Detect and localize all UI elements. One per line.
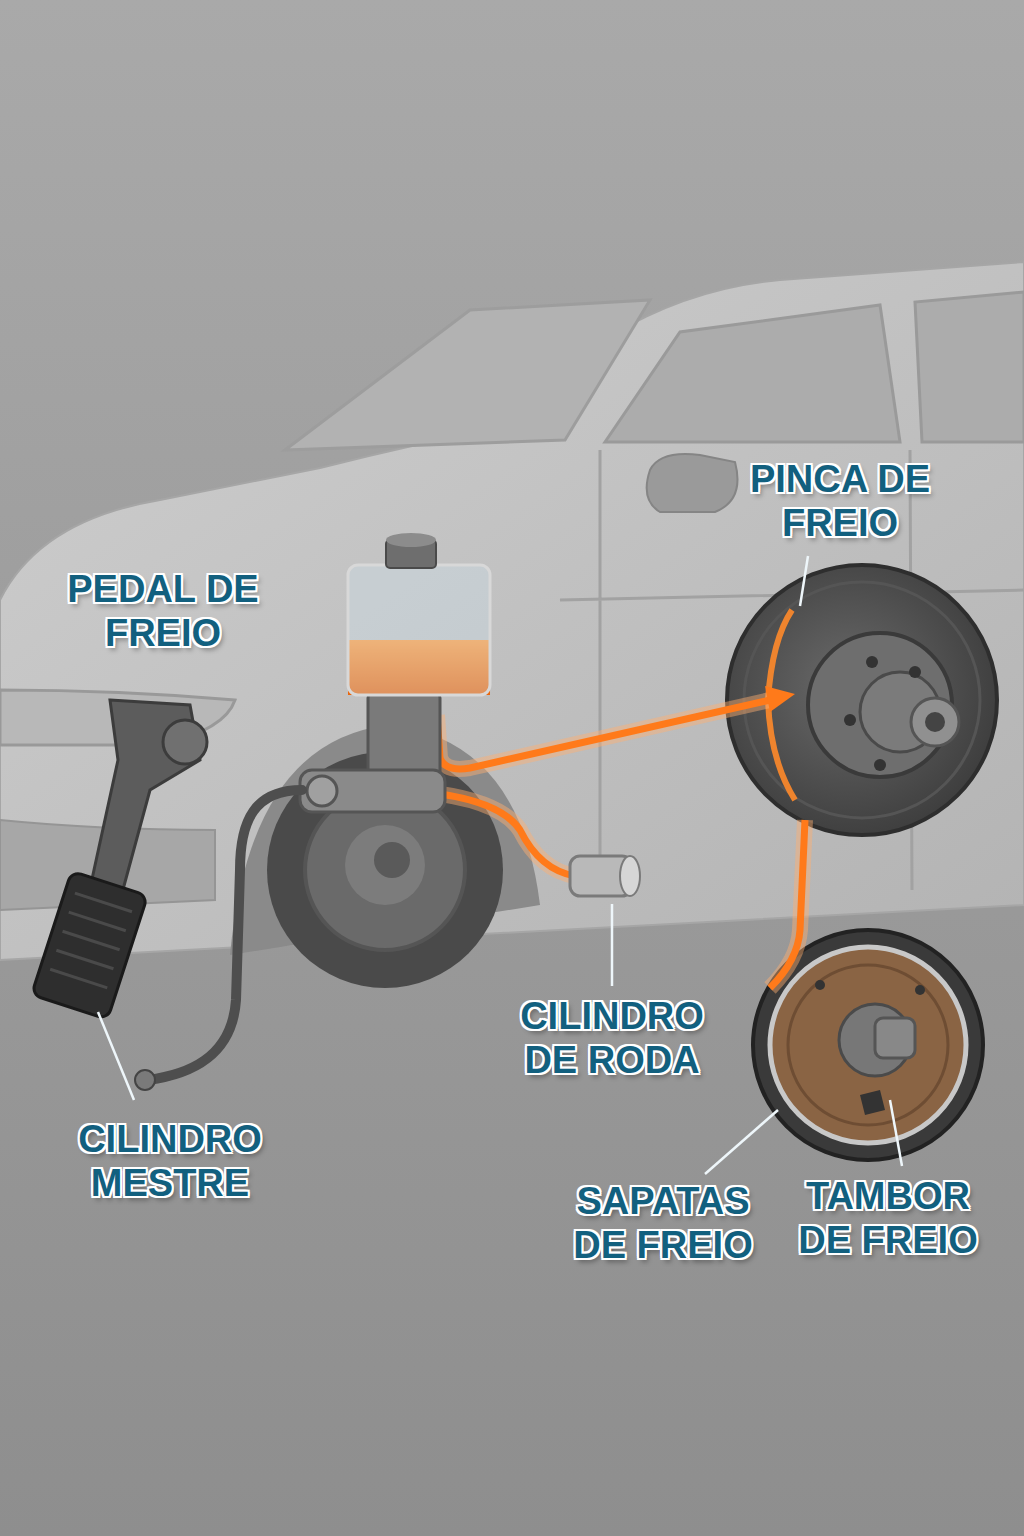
- leader-lines-part: [800, 556, 808, 606]
- brake-disc-part: [744, 582, 980, 818]
- hydraulic-lines-part: [437, 700, 770, 769]
- hydraulic-lines: [425, 686, 805, 988]
- brake-drum-part: [815, 980, 825, 990]
- part-label: TAMBOR DE FREIO: [778, 1175, 998, 1262]
- car-body-part: [560, 450, 1024, 890]
- brake-disc-part: [866, 656, 878, 668]
- brake-drum-part: [875, 1018, 915, 1058]
- brake-disc-part: [909, 666, 921, 678]
- brake-drum-part: [860, 1090, 885, 1115]
- wheel-cylinder: [570, 856, 640, 896]
- master-cylinder-part: [300, 770, 445, 812]
- leader-lines-part: [705, 1110, 778, 1174]
- car-body-part: [647, 454, 738, 512]
- wheel-cylinder-part: [620, 856, 640, 896]
- master-cylinder-part: [348, 565, 490, 695]
- leader-lines-part: [890, 1100, 902, 1166]
- part-label: PEDAL DE FREIO: [53, 568, 273, 655]
- pedal-and-hose-part: [135, 1070, 155, 1090]
- front-wheel-part: [305, 790, 465, 950]
- brake-disc-part: [844, 714, 856, 726]
- part-label: CILINDRO MESTRE: [60, 1118, 280, 1205]
- car-body: [0, 262, 1024, 960]
- brake-drum-part: [788, 965, 948, 1125]
- leader-lines-part: [611, 904, 614, 986]
- hydraulic-lines-part: [425, 792, 575, 876]
- brake-disc-part: [874, 759, 886, 771]
- pedal-and-hose: [31, 700, 302, 1090]
- master-cylinder-part: [307, 776, 337, 806]
- car-body-part: [285, 300, 650, 450]
- pedal-and-hose-part: [148, 790, 302, 1080]
- front-wheel-part: [374, 842, 410, 878]
- hydraulic-lines-part: [770, 820, 805, 988]
- master-cylinder-part: [386, 533, 436, 547]
- brake-drum-part: [770, 947, 966, 1143]
- part-label: SAPATAS DE FREIO: [553, 1180, 773, 1267]
- brake-disc-part: [911, 698, 959, 746]
- pedal-and-hose-part: [163, 720, 207, 764]
- pedal-and-hose-part: [31, 871, 147, 1019]
- pedal-and-hose-part-part: [31, 871, 147, 1019]
- brake-disc-part: [925, 712, 945, 732]
- brake-drum-part: [915, 985, 925, 995]
- hydraulic-lines-part: [425, 792, 575, 876]
- leader-lines-part: [98, 1012, 134, 1100]
- hydraulic-lines-part: [765, 686, 795, 712]
- hydraulic-lines-part: [437, 700, 770, 769]
- car-body-part: [0, 262, 1024, 960]
- part-label: PINCA DE FREIO: [730, 458, 950, 545]
- master-cylinder: [300, 533, 490, 812]
- car-body-part: [605, 305, 900, 442]
- front-wheel-part: [345, 825, 425, 905]
- hydraulic-lines-part: [770, 820, 805, 988]
- car-body-part: [915, 292, 1024, 442]
- pedal-and-hose-part-part: [50, 893, 132, 988]
- part-label: CILINDRO DE RODA: [502, 995, 722, 1082]
